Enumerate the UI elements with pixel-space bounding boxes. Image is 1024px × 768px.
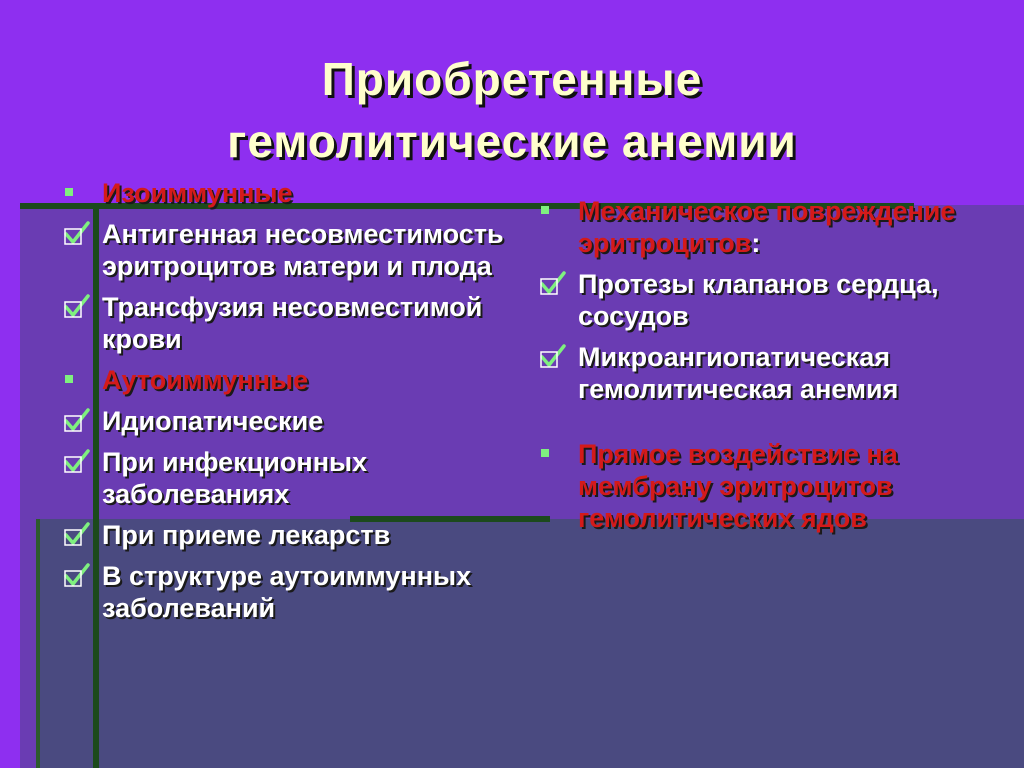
checkmark-icon (62, 519, 92, 551)
heading-text: Аутоиммунные (102, 365, 309, 395)
list-item: Микроангиопатическая гемолитическая анем… (538, 341, 1008, 405)
list-heading-mechanical: Механическое повреждение эритроцитов: (538, 195, 1008, 259)
list-item: Трансфузия несовместимой крови (62, 291, 532, 355)
list-item: Идиопатические (62, 405, 532, 437)
right-column: Механическое повреждение эритроцитов: Пр… (538, 195, 1008, 543)
checkmark-icon (538, 268, 568, 300)
slide-title: Приобретенные гемолитические анемии (0, 48, 1024, 172)
list-item: Антигенная несовместимость эритроцитов м… (62, 218, 532, 282)
square-bullet-icon (62, 364, 92, 396)
left-column: Изоиммунные Антигенная несовместимость э… (62, 177, 532, 633)
item-text: Антигенная несовместимость эритроцитов м… (102, 219, 504, 281)
list-heading-toxins: Прямое воздействие на мембрану эритроцит… (538, 438, 1008, 534)
heading-text: Механическое повреждение эритроцитов (578, 196, 956, 258)
checkmark-icon (62, 405, 92, 437)
heading-text: Изоиммунные (102, 178, 293, 208)
spacer (538, 414, 1008, 438)
item-text: Протезы клапанов сердца, сосудов (578, 269, 939, 331)
item-text: В структуре аутоиммунных заболеваний (102, 561, 472, 623)
item-text: При инфекционных заболеваниях (102, 447, 368, 509)
decor-bar (350, 516, 550, 522)
background-panel-lower (38, 519, 1024, 768)
decor-bar (20, 203, 550, 209)
checkmark-icon (62, 560, 92, 592)
list-heading-isoimmune: Изоиммунные (62, 177, 532, 209)
checkmark-icon (62, 291, 92, 323)
decor-bar (36, 519, 40, 768)
item-text: Микроангиопатическая гемолитическая анем… (578, 342, 899, 404)
list-item: При приеме лекарств (62, 519, 532, 551)
decor-bar (548, 203, 914, 209)
list-item: В структуре аутоиммунных заболеваний (62, 560, 532, 624)
checkmark-icon (62, 446, 92, 478)
decor-bar (93, 205, 99, 768)
checkmark-icon (62, 218, 92, 250)
item-text: При приеме лекарств (102, 520, 391, 550)
list-item: Протезы клапанов сердца, сосудов (538, 268, 1008, 332)
item-text: Трансфузия несовместимой крови (102, 292, 483, 354)
square-bullet-icon (62, 177, 92, 209)
title-line-1: Приобретенные (321, 53, 703, 105)
square-bullet-icon (538, 195, 568, 227)
square-bullet-icon (538, 438, 568, 470)
item-text: Идиопатические (102, 406, 324, 436)
heading-suffix: : (751, 228, 761, 258)
list-heading-autoimmune: Аутоиммунные (62, 364, 532, 396)
checkmark-icon (538, 341, 568, 373)
heading-text: Прямое воздействие на мембрану эритроцит… (578, 439, 898, 533)
list-item: При инфекционных заболеваниях (62, 446, 532, 510)
title-line-2: гемолитические анемии (227, 115, 797, 167)
